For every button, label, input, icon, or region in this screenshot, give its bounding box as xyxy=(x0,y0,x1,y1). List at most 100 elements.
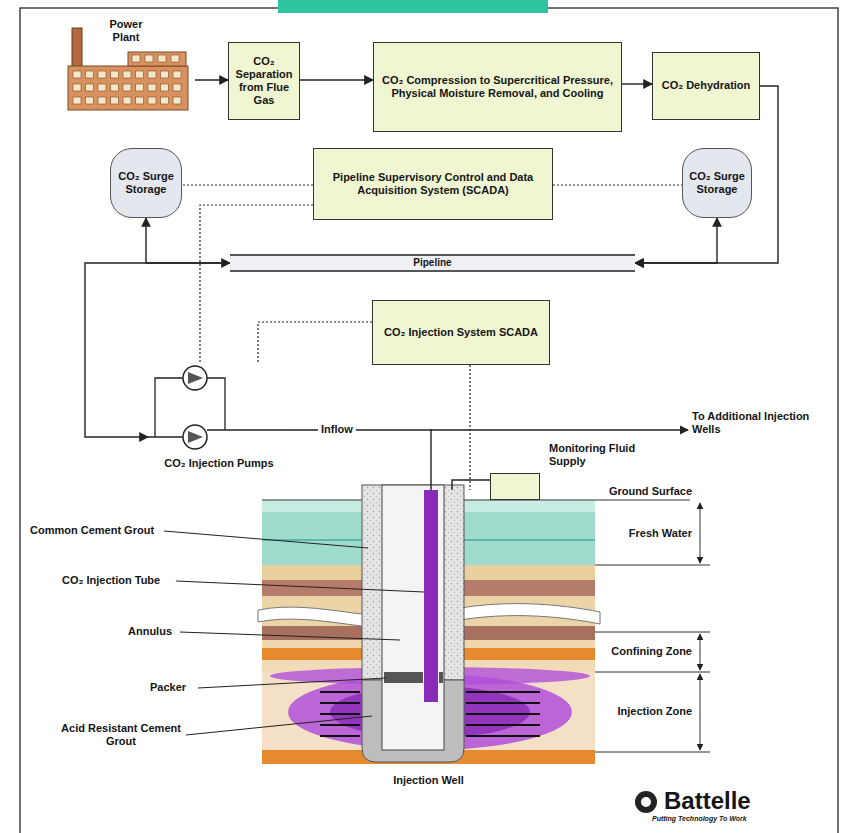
zone-markers xyxy=(595,632,710,633)
node-text: Power Plant xyxy=(98,18,154,44)
flow-line xyxy=(635,218,717,263)
part-label: Common Cement Grout xyxy=(30,524,170,537)
power-plant-icon xyxy=(73,84,81,91)
zone-label: Fresh Water xyxy=(600,527,692,540)
node-text: Monitoring Fluid Supply xyxy=(549,442,661,468)
power-plant-icon xyxy=(86,97,94,104)
power-plant-icon xyxy=(86,71,94,78)
pump-symbols xyxy=(207,378,225,430)
injection-well xyxy=(384,672,423,683)
leader-lines xyxy=(198,678,386,688)
power-plant-icon xyxy=(148,84,156,91)
injection-well xyxy=(320,735,360,737)
flow-line xyxy=(452,480,490,490)
node-text: CO₂ Separation from Flue Gas xyxy=(232,55,296,108)
flow-line xyxy=(146,218,230,263)
injection-well xyxy=(439,672,443,683)
pump-symbols xyxy=(183,366,207,390)
node-text: CO₂ Injection System SCADA xyxy=(384,326,538,339)
flow-line xyxy=(300,79,373,80)
power-plant-icon xyxy=(161,71,169,78)
zone-markers xyxy=(595,672,710,673)
injection-well xyxy=(320,702,360,704)
injection-well xyxy=(320,692,540,736)
zone-markers xyxy=(595,752,710,753)
power-plant-icon xyxy=(73,71,81,78)
storage-tank: CO₂ Surge Storage xyxy=(682,148,752,218)
injection-well: Injection Well xyxy=(262,490,595,795)
zone-markers xyxy=(700,674,701,750)
battelle-logo xyxy=(635,791,657,813)
power-plant-icon xyxy=(123,97,131,104)
injection-well xyxy=(490,473,540,500)
control-box: CO₂ Injection System SCADA xyxy=(372,300,550,365)
power-plant-icon xyxy=(148,97,156,104)
battelle-logo xyxy=(635,791,657,813)
power-plant-icon xyxy=(158,55,166,62)
pipeline-band: Pipeline xyxy=(230,254,635,272)
power-plant: Power Plant xyxy=(62,18,195,113)
supply-box: Monitoring Fluid Supply xyxy=(490,473,540,500)
part-label: CO₂ Injection Tube xyxy=(62,574,182,587)
frame xyxy=(20,0,838,833)
power-plant-icon xyxy=(148,71,156,78)
power-plant-icon xyxy=(111,97,119,104)
logo-tagline: Putting Technology To Work xyxy=(652,815,802,823)
control-link xyxy=(182,184,313,185)
node-text: CO₂ Surge Storage xyxy=(686,170,748,196)
power-plant-icon xyxy=(111,71,119,78)
injection-well xyxy=(382,485,444,750)
node-text: CO₂ Surge Storage xyxy=(114,170,178,196)
power-plant-icon xyxy=(86,84,94,91)
zone-label: Confining Zone xyxy=(596,645,692,658)
zone-label: Ground Surface xyxy=(600,485,692,498)
power-plant-icon xyxy=(136,71,144,78)
process-box: CO₂ Separation from Flue Gas xyxy=(228,42,300,120)
power-plant-icon xyxy=(136,84,144,91)
pump-symbols xyxy=(188,372,203,384)
power-plant-icon xyxy=(111,84,119,91)
pump-symbols xyxy=(155,378,183,437)
part-label: Packer xyxy=(150,681,210,694)
power-plant-icon xyxy=(136,97,144,104)
ground-layers xyxy=(262,499,690,500)
flow-line xyxy=(195,79,228,80)
power-plant-icon xyxy=(98,71,106,78)
power-plant-icon xyxy=(98,97,106,104)
injection-well xyxy=(424,490,438,702)
edge-label: Inflow xyxy=(318,423,356,436)
node-text: CO₂ Injection Pumps xyxy=(164,457,273,470)
injection-well xyxy=(466,702,540,704)
power-plant-icon xyxy=(73,97,81,104)
injection-well xyxy=(320,473,540,762)
power-plant-icon xyxy=(145,55,153,62)
storage-tank: CO₂ Surge Storage xyxy=(110,148,182,218)
zone-label: Injection Zone xyxy=(596,705,692,718)
control-link xyxy=(258,322,372,362)
zone-markers xyxy=(700,634,701,670)
node-text: Pipeline xyxy=(413,257,451,269)
power-plant-icon xyxy=(132,55,140,62)
pump-group: CO₂ Injection Pumps xyxy=(148,362,290,470)
power-plant-icon xyxy=(173,71,181,78)
injection-well xyxy=(320,691,360,693)
pump-symbols xyxy=(148,366,688,449)
injection-well xyxy=(466,713,540,715)
node-text: CO₂ Dehydration xyxy=(662,79,751,92)
control-box: Pipeline Supervisory Control and Data Ac… xyxy=(313,148,553,220)
frame xyxy=(20,8,838,833)
node-text: CO₂ Compression to Supercritical Pressur… xyxy=(377,74,618,100)
frame xyxy=(278,0,548,13)
pump-symbols xyxy=(188,431,203,443)
zone-markers xyxy=(700,503,701,563)
node-text: Pipeline Supervisory Control and Data Ac… xyxy=(317,171,549,197)
zone-markers xyxy=(595,503,710,752)
leader-lines xyxy=(164,531,368,548)
power-plant-icon xyxy=(72,28,82,68)
part-label: Annulus xyxy=(128,625,188,638)
leader-lines xyxy=(180,632,400,640)
injection-well xyxy=(466,724,540,726)
power-plant-icon xyxy=(171,55,179,62)
leader-lines xyxy=(186,716,372,735)
